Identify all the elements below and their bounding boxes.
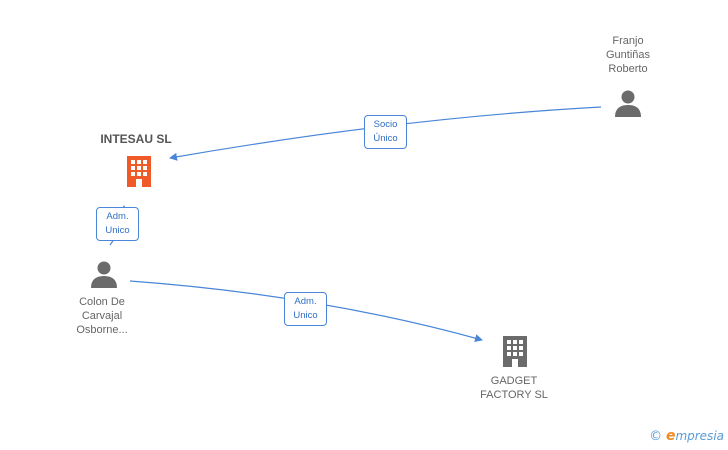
node-colon-line-3: Osborne... [76,324,128,336]
relation-adm-unico-gadget[interactable]: Adm. Unico [284,292,327,326]
relation-adm1-line-2: Unico [105,225,130,236]
empresia-logo-text: mpresia [675,429,724,443]
relation-socio-unico[interactable]: Socio Único [364,115,407,149]
node-franjo-label[interactable]: Franjo Guntiñas Roberto [580,34,676,76]
building-icon[interactable] [500,334,532,368]
node-franjo-line-3: Roberto [608,63,648,75]
relation-adm2-line-1: Adm. [294,296,317,307]
node-colon-label[interactable]: Colon De Carvajal Osborne... [54,295,150,337]
relation-adm1-line-1: Adm. [106,211,129,222]
node-intesau-label[interactable]: INTESAU SL [100,132,172,146]
relation-adm-unico-intesau[interactable]: Adm. Unico [96,207,139,241]
node-gadget-line-2: FACTORY SL [480,389,548,401]
relation-socio-line-1: Socio [373,119,398,130]
empresia-watermark: © empresia [649,428,724,444]
empresia-logo-initial: e [665,428,676,444]
node-franjo-line-2: Guntiñas [605,49,651,61]
relation-adm2-line-2: Unico [293,310,318,321]
node-franjo-line-1: Franjo [612,35,644,47]
person-icon[interactable] [89,259,119,289]
copyright-icon: © [649,429,663,444]
building-icon[interactable] [124,154,156,188]
relation-socio-line-2: Único [373,133,398,144]
node-colon-line-1: Colon De [79,296,125,308]
node-gadget-line-1: GADGET [490,375,538,387]
node-gadget-label[interactable]: GADGET FACTORY SL [466,374,562,402]
node-colon-line-2: Carvajal [81,310,123,322]
person-icon[interactable] [613,88,643,118]
